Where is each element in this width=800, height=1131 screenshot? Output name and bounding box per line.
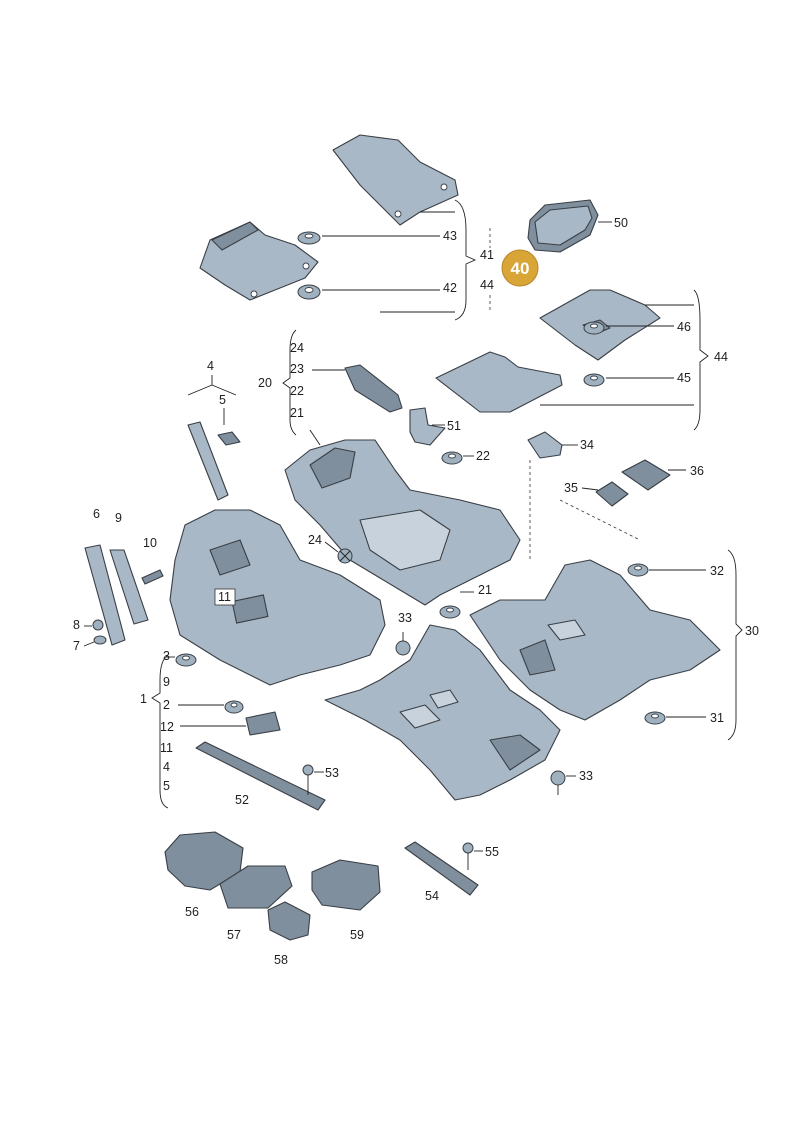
fastener-22-part	[441, 451, 463, 465]
label-30: 30	[745, 624, 759, 638]
label-52: 52	[235, 793, 249, 807]
part-5-clip-part	[217, 431, 241, 446]
part-57-block-part	[219, 865, 293, 909]
label-22-b: 22	[476, 449, 490, 463]
part-7-washer-part	[93, 635, 107, 645]
part-6-bracket-part	[84, 544, 126, 646]
label-33-b: 33	[579, 769, 593, 783]
label-54: 54	[425, 889, 439, 903]
label-53: 53	[325, 766, 339, 780]
label-7: 7	[73, 639, 80, 653]
fastener-2-part	[224, 700, 244, 714]
label-44-b: 44	[714, 350, 728, 364]
label-33-a: 33	[398, 611, 412, 625]
fastener-21-part	[439, 605, 461, 619]
label-10: 10	[143, 536, 157, 550]
label-31: 31	[710, 711, 724, 725]
part-35-part	[595, 481, 629, 507]
mat-fastener-46-part	[583, 321, 605, 335]
label-22-a: 22	[290, 384, 304, 398]
label-24-a: 24	[290, 341, 304, 355]
label-55: 55	[485, 845, 499, 859]
label-3: 3	[163, 649, 170, 663]
fastener-24-part	[337, 548, 353, 564]
label-2: 2	[163, 698, 170, 712]
mat-fastener-43-part	[297, 231, 321, 245]
label-51: 51	[447, 419, 461, 433]
part-10-screw-part	[141, 569, 164, 585]
floor-mat-rear-part	[199, 221, 319, 301]
label-12: 12	[160, 720, 174, 734]
label-50: 50	[614, 216, 628, 230]
part-12-pad-part	[245, 711, 281, 736]
label-4-top: 4	[207, 359, 214, 373]
label-32: 32	[710, 564, 724, 578]
label-57: 57	[227, 928, 241, 942]
part-58-block-part	[267, 901, 311, 941]
label-11-list: 11	[160, 741, 173, 755]
label-4-list: 4	[163, 760, 170, 774]
mat-fastener-42-part	[297, 284, 321, 300]
floor-mat-front-part	[332, 134, 459, 226]
label-23: 23	[290, 362, 304, 376]
label-56: 56	[185, 905, 199, 919]
label-46: 46	[677, 320, 691, 334]
label-45: 45	[677, 371, 691, 385]
label-20: 20	[258, 376, 272, 390]
label-59: 59	[350, 928, 364, 942]
fastener-33-b-part	[550, 770, 566, 795]
label-21-b: 21	[478, 583, 492, 597]
fastener-3-part	[175, 653, 197, 667]
part-51-part	[409, 407, 446, 446]
part-55-screw-part	[462, 842, 474, 870]
part-59-block-part	[311, 859, 381, 911]
fastener-31-part	[644, 711, 666, 725]
label-6: 6	[93, 507, 100, 521]
label-34: 34	[580, 438, 594, 452]
label-35: 35	[564, 481, 578, 495]
label-9-top: 9	[115, 511, 122, 525]
part-23-heel-pad-part	[344, 364, 403, 413]
part-9-bracket-part	[109, 549, 149, 625]
floor-mat-right-rear-part	[435, 351, 563, 413]
part-52-sill-part	[195, 741, 326, 811]
part-54-sill-part	[404, 841, 479, 896]
carpet-center-part	[324, 624, 561, 801]
mat-fastener-45-part	[583, 373, 605, 387]
label-36: 36	[690, 464, 704, 478]
label-41: 41	[480, 248, 494, 262]
part-8-nut-part	[92, 619, 104, 631]
part-34-part	[527, 431, 563, 459]
label-21-a: 21	[290, 406, 304, 420]
label-5-top: 5	[219, 393, 226, 407]
fastener-32-part	[627, 563, 649, 577]
label-5-list: 5	[163, 779, 170, 793]
label-24-b: 24	[308, 533, 322, 547]
label-42: 42	[443, 281, 457, 295]
highlight-badge-40[interactable]: 40	[501, 249, 539, 287]
part-36-part	[621, 459, 671, 491]
highlight-label: 40	[511, 259, 530, 278]
carpet-front-part	[284, 439, 521, 606]
carpet-left-part	[169, 509, 386, 686]
label-43: 43	[443, 229, 457, 243]
label-58: 58	[274, 953, 288, 967]
label-9-list: 9	[163, 675, 170, 689]
label-8: 8	[73, 618, 80, 632]
label-44-a: 44	[480, 278, 494, 292]
part-4-trim-part	[187, 421, 229, 501]
label-1: 1	[140, 692, 147, 706]
fastener-33-a-part	[395, 632, 411, 656]
part-11-pad-part	[231, 594, 269, 624]
label-11-box: 11	[218, 590, 231, 604]
part-50-part	[527, 199, 599, 253]
part-53-screw-part	[302, 764, 314, 795]
carpet-rear-part	[469, 559, 721, 721]
